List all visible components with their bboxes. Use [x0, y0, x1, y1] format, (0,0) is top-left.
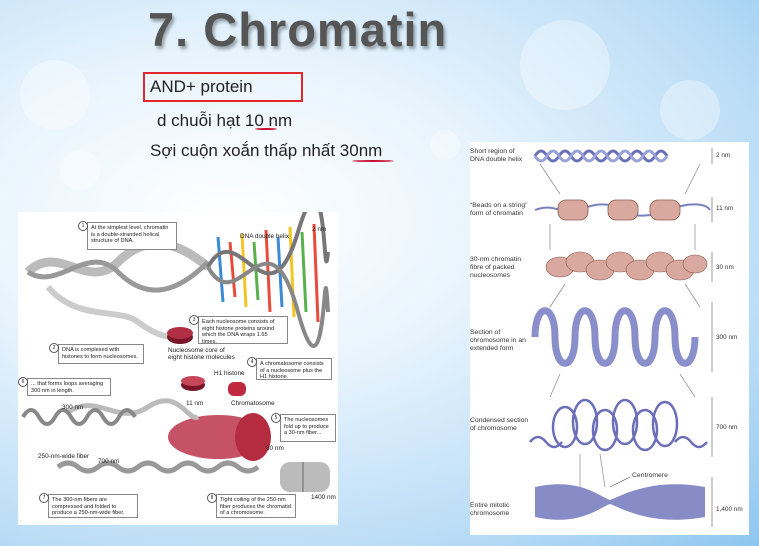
level-4-size: 300 nm — [716, 334, 738, 341]
slide-title: 7. Chromatin — [148, 3, 448, 56]
level-2-label: “Beads on a string” form of chromatin — [470, 202, 528, 217]
label-700nm: 700 nm — [98, 458, 120, 465]
level-5-size: 700 nm — [716, 424, 738, 431]
highlight-box — [143, 72, 303, 102]
level-3-size: 30 nm — [716, 264, 734, 271]
packing-diagram-graphic — [529, 148, 713, 527]
label-30nm: 30 nm — [266, 445, 284, 452]
bullet-3: Sợi cuộn xoắn thấp nhất 30nm — [150, 141, 383, 160]
level-4-label: Section of chromosome in an extended for… — [470, 329, 526, 352]
chromatin-diagram-graphic — [21, 212, 330, 492]
level-5-label: Condensed section of chromosome — [470, 417, 529, 432]
underline-mark — [352, 160, 394, 162]
label-h1-histone: H1 histone — [214, 370, 245, 377]
level-6-label: Entire mitotic chromosome — [470, 502, 510, 517]
level-1-size: 2 nm — [716, 152, 731, 159]
bokeh-circle — [430, 130, 460, 160]
level-1-label: Short region of DNA double helix — [470, 148, 523, 163]
level-2-size: 11 nm — [716, 205, 734, 212]
label-11nm: 11 nm — [186, 400, 204, 407]
level-6-size: 1,400 nm — [716, 506, 743, 513]
label-250nm-fiber: 250-nm-wide fiber — [38, 453, 90, 460]
step-6-callout: 6... that forms loops averaging 300 nm i… — [18, 377, 111, 396]
label-1400nm: 1400 nm — [311, 494, 336, 501]
underline-mark — [255, 128, 277, 130]
bokeh-circle — [660, 80, 720, 140]
bullet-1: AND+ protein — [150, 77, 253, 96]
bokeh-circle — [60, 150, 100, 190]
label-chromatosome: Chromatosome — [231, 400, 275, 407]
label-300nm: 300 nm — [62, 404, 84, 411]
centromere-label: Centromere — [632, 472, 668, 479]
level-3-label: 30-nm chromatin fibre of packed nucleoso… — [470, 256, 521, 279]
label-2nm: 2 nm — [312, 226, 327, 233]
bokeh-circle — [20, 60, 90, 130]
bullet-2: d chuỗi hạt 10 nm — [157, 111, 293, 130]
chromosome-packing-figure: Short region of DNA double helix 2 nm “B… — [470, 142, 749, 535]
bokeh-circle — [520, 20, 610, 110]
label-nucleosome-core: Nucleosome core of eight histone molecul… — [168, 347, 235, 362]
label-dna-helix: DNA double helix — [240, 233, 290, 240]
